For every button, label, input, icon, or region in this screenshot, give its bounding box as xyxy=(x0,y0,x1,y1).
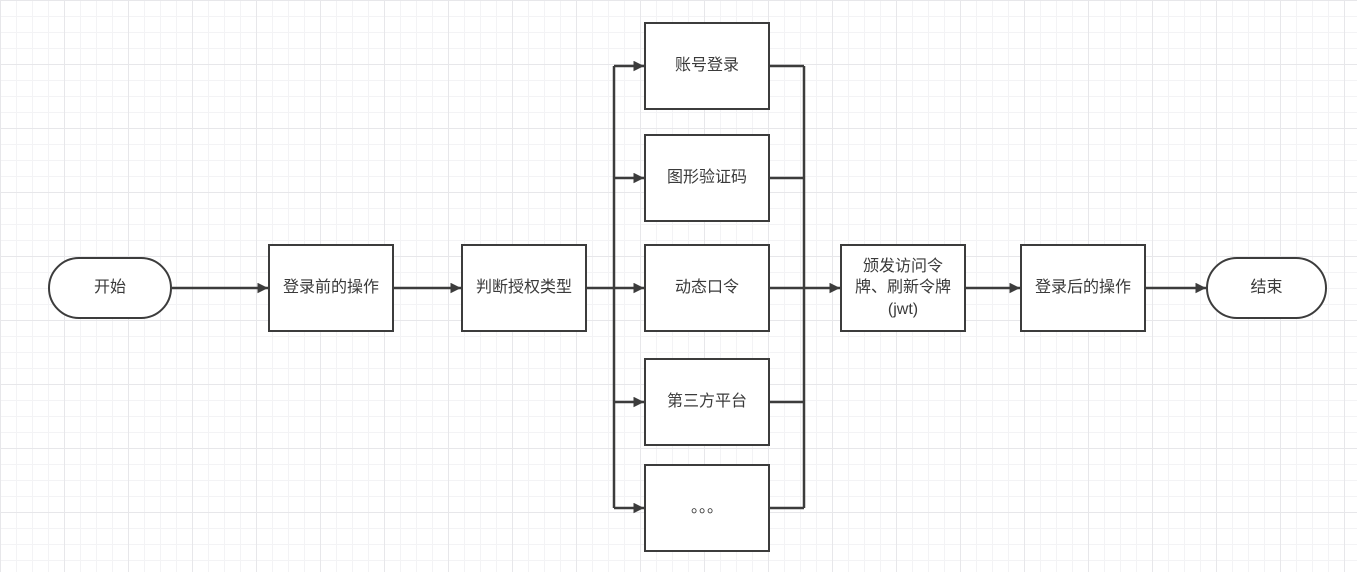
node-auth-type-label: 判断授权类型 xyxy=(475,279,572,297)
node-pre-login-label: 登录前的操作 xyxy=(282,279,379,297)
node-ellipsis-label: 。。。 xyxy=(690,499,723,517)
node-image-captcha-label: 图形验证码 xyxy=(666,169,747,187)
node-post-login-operations[interactable]: 登录后的操作 xyxy=(1020,244,1146,332)
node-account-login-label: 账号登录 xyxy=(674,57,739,75)
node-image-captcha[interactable]: 图形验证码 xyxy=(644,134,770,222)
node-third-party-label: 第三方平台 xyxy=(666,393,747,411)
node-ellipsis[interactable]: 。。。 xyxy=(644,464,770,552)
node-pre-login-operations[interactable]: 登录前的操作 xyxy=(268,244,394,332)
node-issue-tokens-jwt[interactable]: 颁发访问令 牌、刷新令牌 (jwt) xyxy=(840,244,966,332)
node-issue-tokens-label: 颁发访问令 牌、刷新令牌 (jwt) xyxy=(854,257,951,318)
node-start-label: 开始 xyxy=(93,279,126,297)
node-dynamic-otp-label: 动态口令 xyxy=(674,279,739,297)
node-end-label: 结束 xyxy=(1250,279,1283,297)
node-auth-type-decision[interactable]: 判断授权类型 xyxy=(461,244,587,332)
node-third-party-platform[interactable]: 第三方平台 xyxy=(644,358,770,446)
node-start[interactable]: 开始 xyxy=(48,257,172,319)
node-dynamic-otp[interactable]: 动态口令 xyxy=(644,244,770,332)
node-end[interactable]: 结束 xyxy=(1206,257,1327,319)
node-post-login-label: 登录后的操作 xyxy=(1034,279,1131,297)
node-account-login[interactable]: 账号登录 xyxy=(644,22,770,110)
